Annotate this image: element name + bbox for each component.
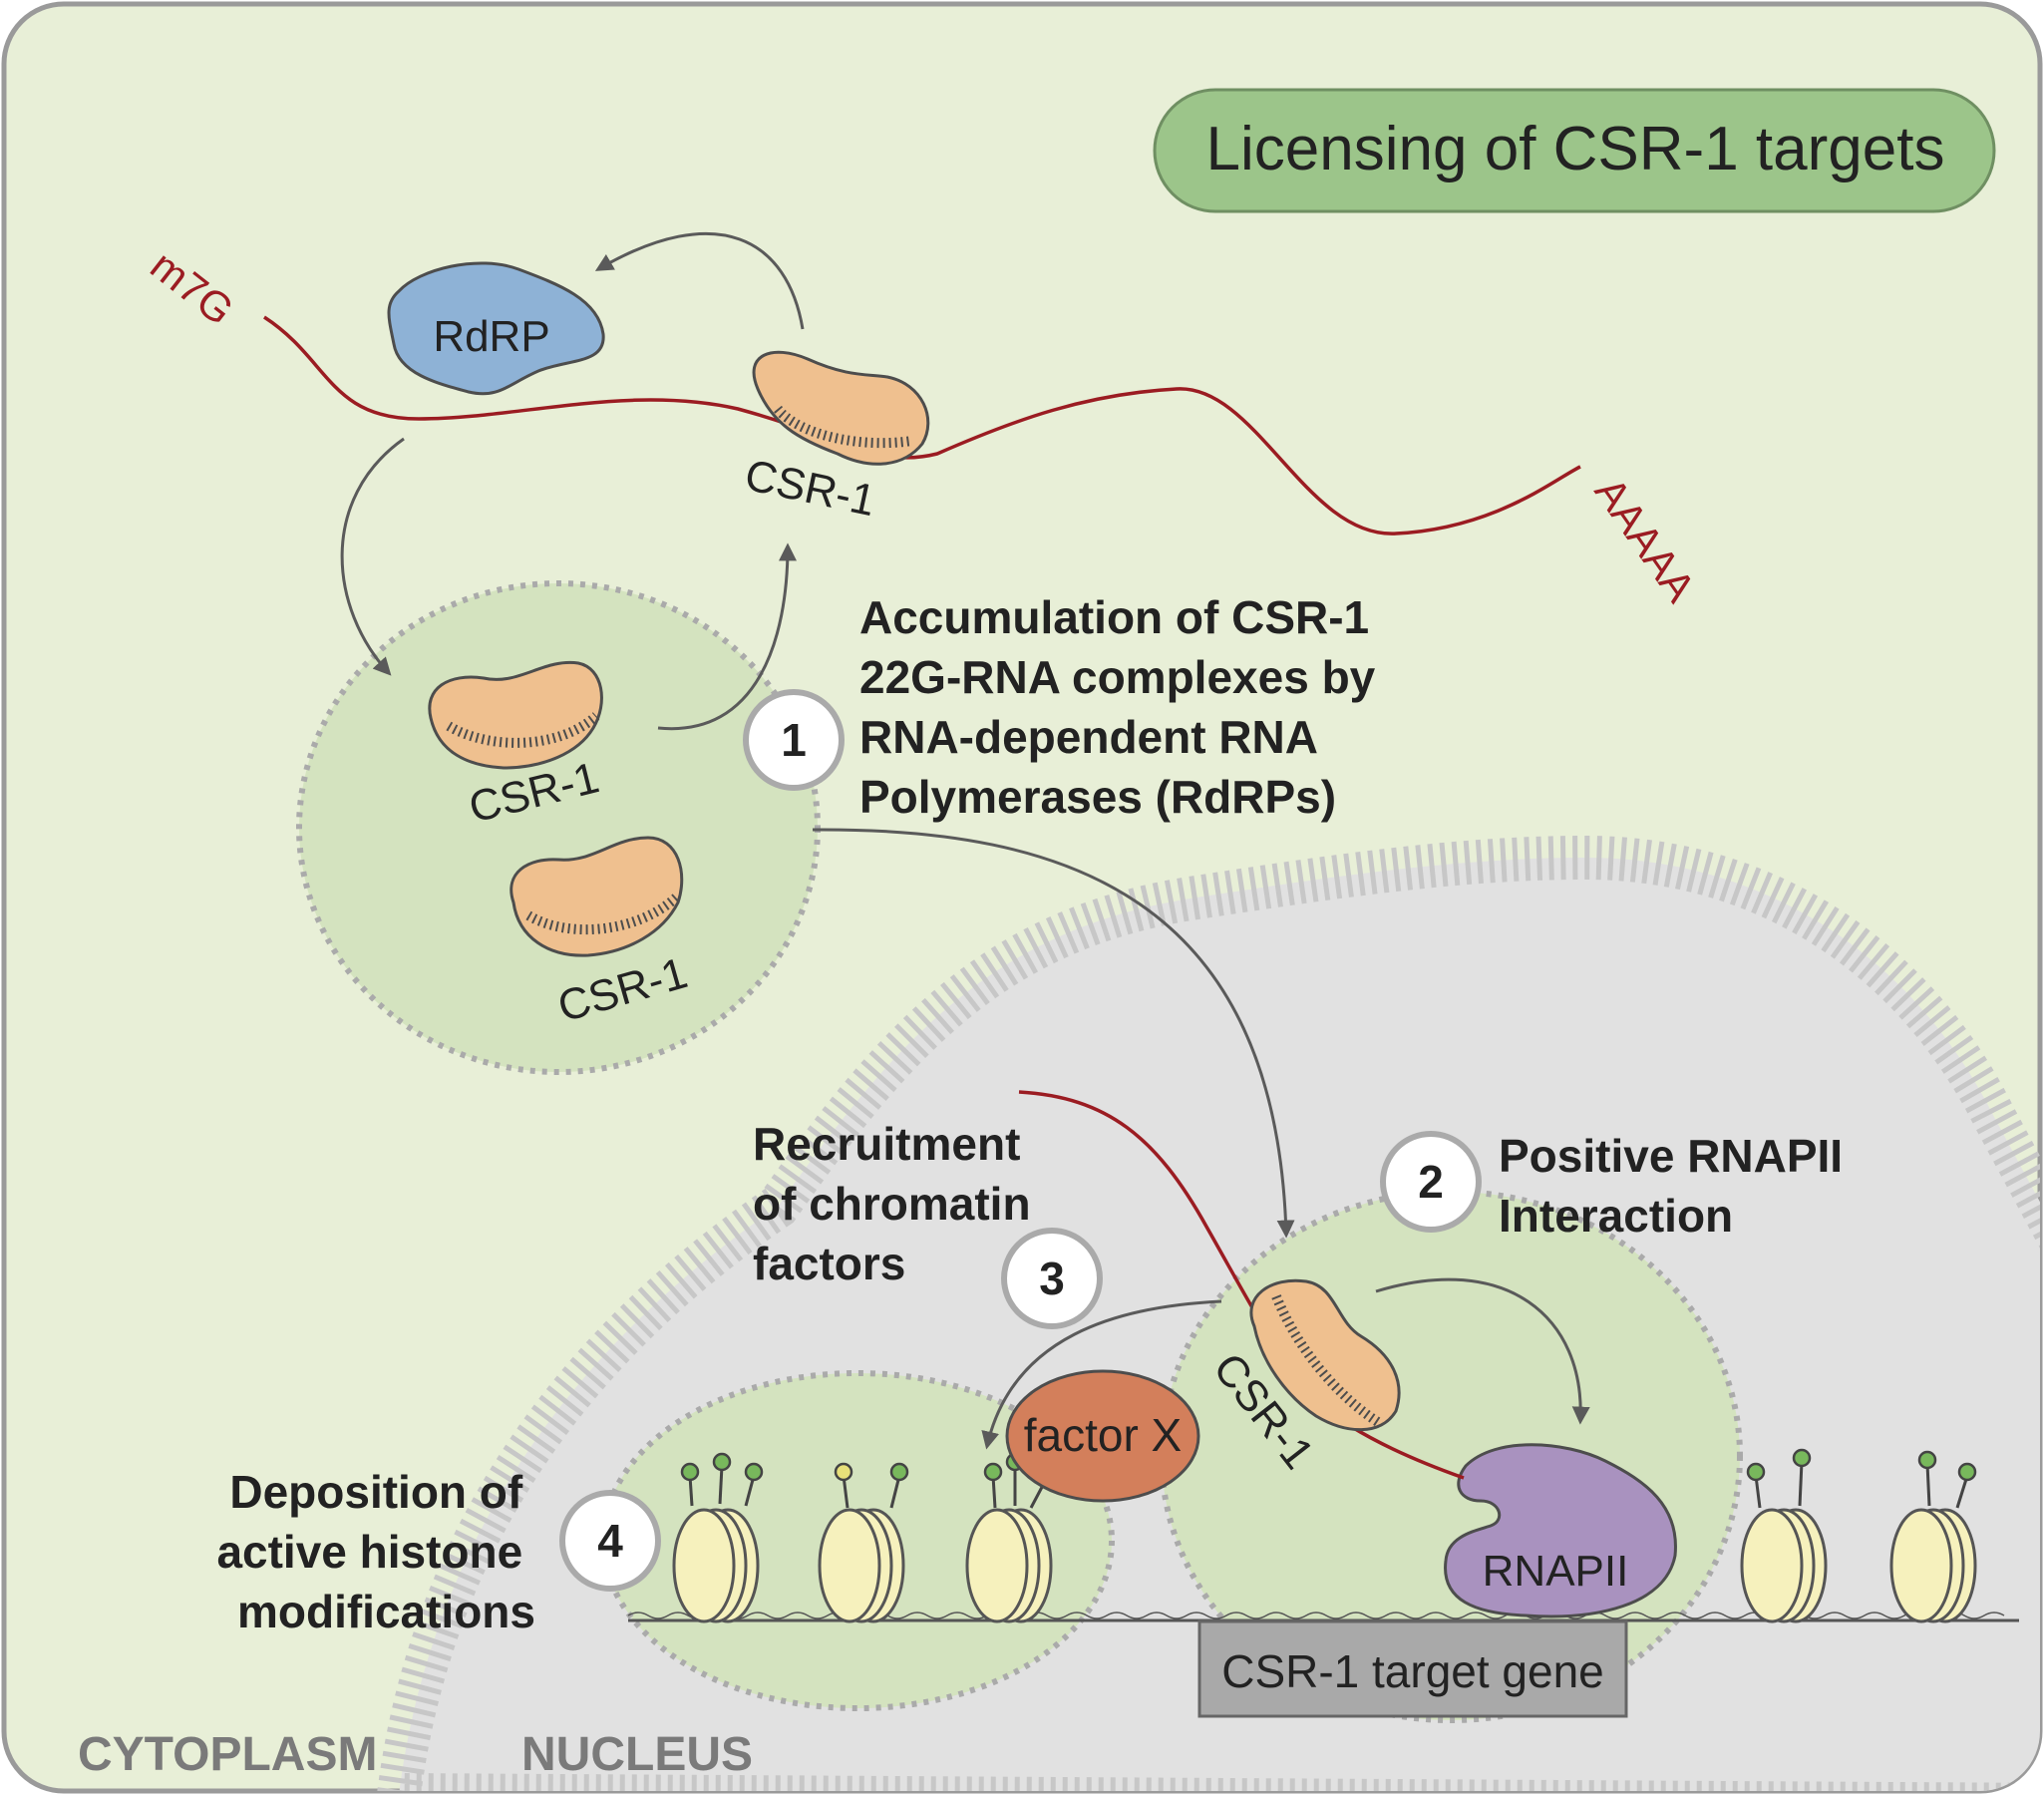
step-4-number: 4	[597, 1515, 623, 1567]
step-1: 1 Accumulation of CSR-1 22G-RNA complexe…	[743, 591, 1388, 823]
step-1-line: 22G-RNA complexes by	[859, 651, 1376, 703]
nucleosome	[672, 1452, 764, 1623]
step-3-badge	[1001, 1228, 1103, 1329]
step-2-badge	[1380, 1131, 1482, 1233]
step-1-line: Accumulation of CSR-1	[859, 591, 1369, 643]
target-gene: CSR-1 target gene	[1197, 1619, 1628, 1718]
rdrp-label: RdRP	[433, 312, 549, 361]
step-1-text: Accumulation of CSR-1 22G-RNA complexes …	[859, 591, 1388, 823]
arrow-granule-to-nucleus	[812, 828, 1295, 1239]
arrow-granule-to-mrna	[657, 542, 797, 731]
nucleosome	[818, 1462, 909, 1623]
nucleosomes	[672, 1448, 1977, 1623]
step-4-line: active histone	[216, 1526, 522, 1578]
arrow-csr1-to-rdrp	[594, 231, 805, 330]
step-2: 2 Positive RNAPII Interaction	[1380, 1130, 1856, 1242]
step-3-line: of chromatin	[753, 1178, 1031, 1230]
title-badge: Licensing of CSR-1 targets	[1153, 88, 1996, 213]
rnapii-label: RNAPII	[1483, 1547, 1629, 1596]
rdrp-protein: RdRP	[387, 261, 605, 396]
step-1-line: Polymerases (RdRPs)	[859, 771, 1336, 823]
arrow-csr1-to-factor-x	[981, 1299, 1222, 1450]
nucleosome	[1740, 1448, 1828, 1623]
step-3-line: factors	[753, 1238, 905, 1289]
step-1-badge	[743, 689, 845, 791]
step-1-line: RNA-dependent RNA	[859, 711, 1317, 763]
factor-x-protein: factor X	[1005, 1369, 1200, 1503]
step-3: 3 Recruitment of chromatin factors	[753, 1118, 1103, 1329]
step-2-number: 2	[1418, 1156, 1444, 1208]
step-2-line: Positive RNAPII	[1499, 1130, 1843, 1182]
mrna-strand	[263, 315, 1581, 536]
arrow-csr1-to-rnapii	[1375, 1277, 1590, 1425]
step-3-text: Recruitment of chromatin factors	[753, 1118, 1043, 1289]
rnapii-protein: RNAPII	[1444, 1443, 1677, 1618]
cytoplasm-label: CYTOPLASM	[78, 1728, 377, 1781]
target-gene-label: CSR-1 target gene	[1221, 1645, 1604, 1697]
step-4-badge	[559, 1490, 661, 1592]
step-4-line: Deposition of	[229, 1466, 523, 1518]
factor-x-label: factor X	[1024, 1409, 1183, 1461]
step-3-number: 3	[1039, 1253, 1065, 1304]
step-4-line: modifications	[237, 1586, 535, 1637]
nuclear-arrows	[981, 1277, 1590, 1450]
target-gene-box	[1197, 1619, 1628, 1718]
step-2-line: Interaction	[1499, 1190, 1733, 1242]
step-2-text: Positive RNAPII Interaction	[1499, 1130, 1856, 1242]
arrow-mrna-to-granule	[340, 437, 405, 676]
step-3-line: Recruitment	[753, 1118, 1020, 1170]
step-4-text: Deposition of active histone modificatio…	[216, 1466, 535, 1637]
cytoplasmic-arrows	[340, 231, 1295, 1239]
diagram-title: Licensing of CSR-1 targets	[1206, 115, 1945, 183]
step-1-number: 1	[781, 714, 807, 766]
step-4: 4 Deposition of active histone modificat…	[216, 1466, 661, 1637]
nucleus-label: NUCLEUS	[521, 1728, 753, 1781]
nucleosome	[1889, 1450, 1977, 1623]
